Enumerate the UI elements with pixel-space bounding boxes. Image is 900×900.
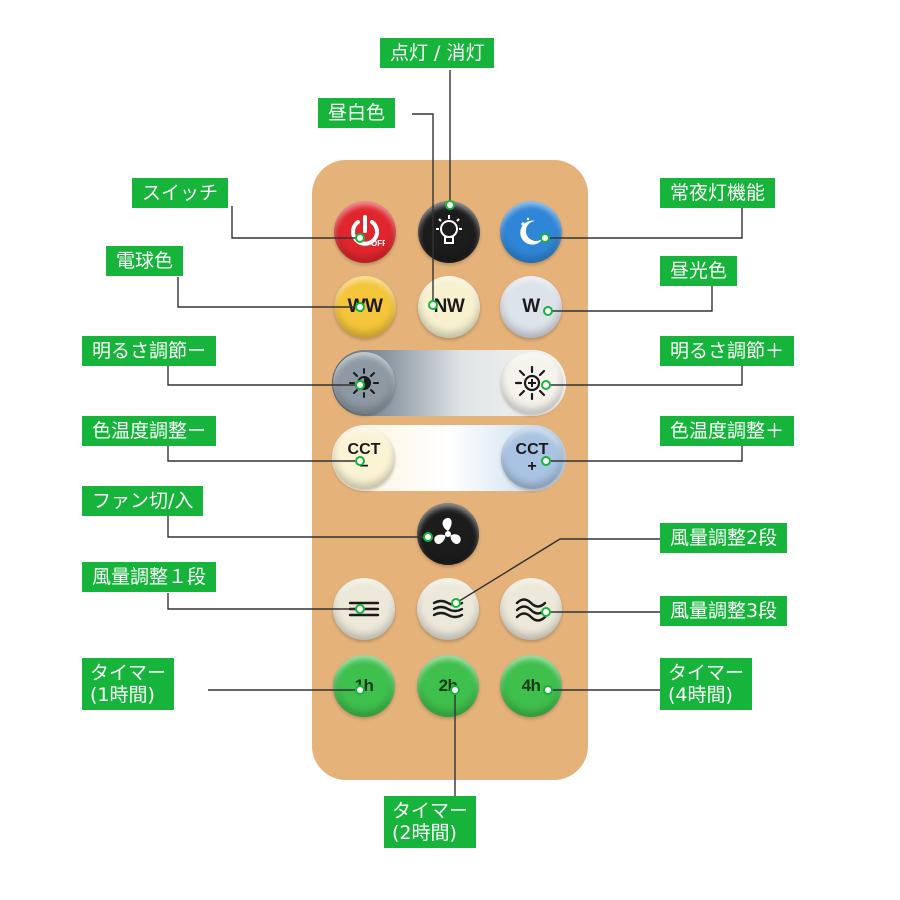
label-timer-2h-line2: (2時間) xyxy=(392,822,457,844)
color-temp-up-button[interactable]: CCT + xyxy=(501,427,563,489)
fan-speed-2-button[interactable] xyxy=(417,578,479,640)
off-text: OFF xyxy=(371,239,385,248)
leader-color-temp-up xyxy=(546,446,743,462)
timer-4h-button[interactable]: 4h xyxy=(500,655,562,717)
leader-brightness-up xyxy=(546,364,743,386)
night-light-button[interactable] xyxy=(500,201,562,263)
leader-warm-white xyxy=(177,277,360,308)
label-timer-4h-line2: (4時間) xyxy=(668,684,733,706)
leader-dot-timer-4h xyxy=(543,685,553,695)
cct-down-sign: − xyxy=(359,458,369,475)
wind-high-icon xyxy=(515,598,547,622)
daylight-button[interactable]: W xyxy=(500,276,562,338)
label-power-toggle: 点灯 / 消灯 xyxy=(380,38,495,68)
leader-dot-neutral-white xyxy=(428,300,438,310)
label-color-temp-up: 色温度調整＋ xyxy=(660,416,795,446)
label-fan-speed-3: 風量調整3段 xyxy=(660,596,788,626)
label-neutral-white: 昼白色 xyxy=(318,98,396,128)
leader-dot-switch xyxy=(355,233,365,243)
leader-dot-warm-white xyxy=(355,302,365,312)
power-toggle-button[interactable] xyxy=(418,201,480,263)
label-timer-1h: タイマー (1時間) xyxy=(82,658,175,710)
leader-dot-night-light xyxy=(540,233,550,243)
leader-switch xyxy=(231,206,360,239)
label-brightness-down: 明るさ調節ー xyxy=(82,336,217,366)
leader-color-temp-down xyxy=(167,446,360,462)
timer-1h-button[interactable]: 1h xyxy=(333,655,395,717)
label-fan-speed-1: 風量調整１段 xyxy=(82,562,217,592)
label-daylight: 昼光色 xyxy=(660,256,738,286)
fan-speed-3-button[interactable] xyxy=(500,578,562,640)
leader-fan-speed-1 xyxy=(167,593,360,610)
label-timer-2h: タイマー (2時間) xyxy=(384,796,477,848)
label-color-temp-down: 色温度調整ー xyxy=(82,416,217,446)
leader-dot-timer-2h xyxy=(450,685,460,695)
switch-button[interactable]: OFF xyxy=(334,201,396,263)
moon-icon xyxy=(520,217,543,245)
leader-daylight xyxy=(548,285,713,312)
leader-dot-color-temp-up xyxy=(541,456,551,466)
cct-up-label: CCT xyxy=(515,441,549,458)
leader-dot-power-toggle xyxy=(445,200,455,210)
label-fan-toggle: ファン切/入 xyxy=(82,486,204,516)
label-switch: スイッチ xyxy=(132,178,229,208)
leader-dot-brightness-down xyxy=(355,380,365,390)
cct-up-sign: + xyxy=(527,458,537,475)
leader-neutral-white xyxy=(412,113,434,305)
label-brightness-up: 明るさ調節＋ xyxy=(660,336,795,366)
label-fan-speed-2: 風量調整2段 xyxy=(660,523,788,553)
cct-down-label: CCT xyxy=(347,441,381,458)
label-night-light: 常夜灯機能 xyxy=(660,178,776,208)
leader-dot-fan-toggle xyxy=(423,532,433,542)
leader-brightness-down xyxy=(167,364,360,386)
label-timer-2h-line1: タイマー xyxy=(392,800,469,822)
leader-dot-color-temp-down xyxy=(355,456,365,466)
neutral-white-button[interactable]: NW xyxy=(418,276,480,338)
label-timer-4h: タイマー (4時間) xyxy=(660,658,753,710)
leader-dot-fan-speed-2 xyxy=(451,598,461,608)
leader-dot-daylight xyxy=(543,306,553,316)
leader-fan-toggle xyxy=(167,516,428,538)
leader-dot-brightness-up xyxy=(541,380,551,390)
leader-fan-speed-2 xyxy=(455,538,660,604)
power-icon: OFF xyxy=(351,215,385,248)
label-warm-white: 電球色 xyxy=(106,246,184,276)
label-timer-1h-line2: (1時間) xyxy=(90,684,155,706)
leader-dot-timer-1h xyxy=(355,685,365,695)
leader-night-light xyxy=(545,206,743,239)
label-timer-1h-line1: タイマー xyxy=(90,662,167,684)
leader-dot-fan-speed-3 xyxy=(541,607,551,617)
color-temp-down-button[interactable]: CCT − xyxy=(333,427,395,489)
label-timer-4h-line1: タイマー xyxy=(668,662,745,684)
fan-icon xyxy=(434,517,461,545)
light-bulb-icon xyxy=(436,215,462,244)
leader-dot-fan-speed-1 xyxy=(355,604,365,614)
